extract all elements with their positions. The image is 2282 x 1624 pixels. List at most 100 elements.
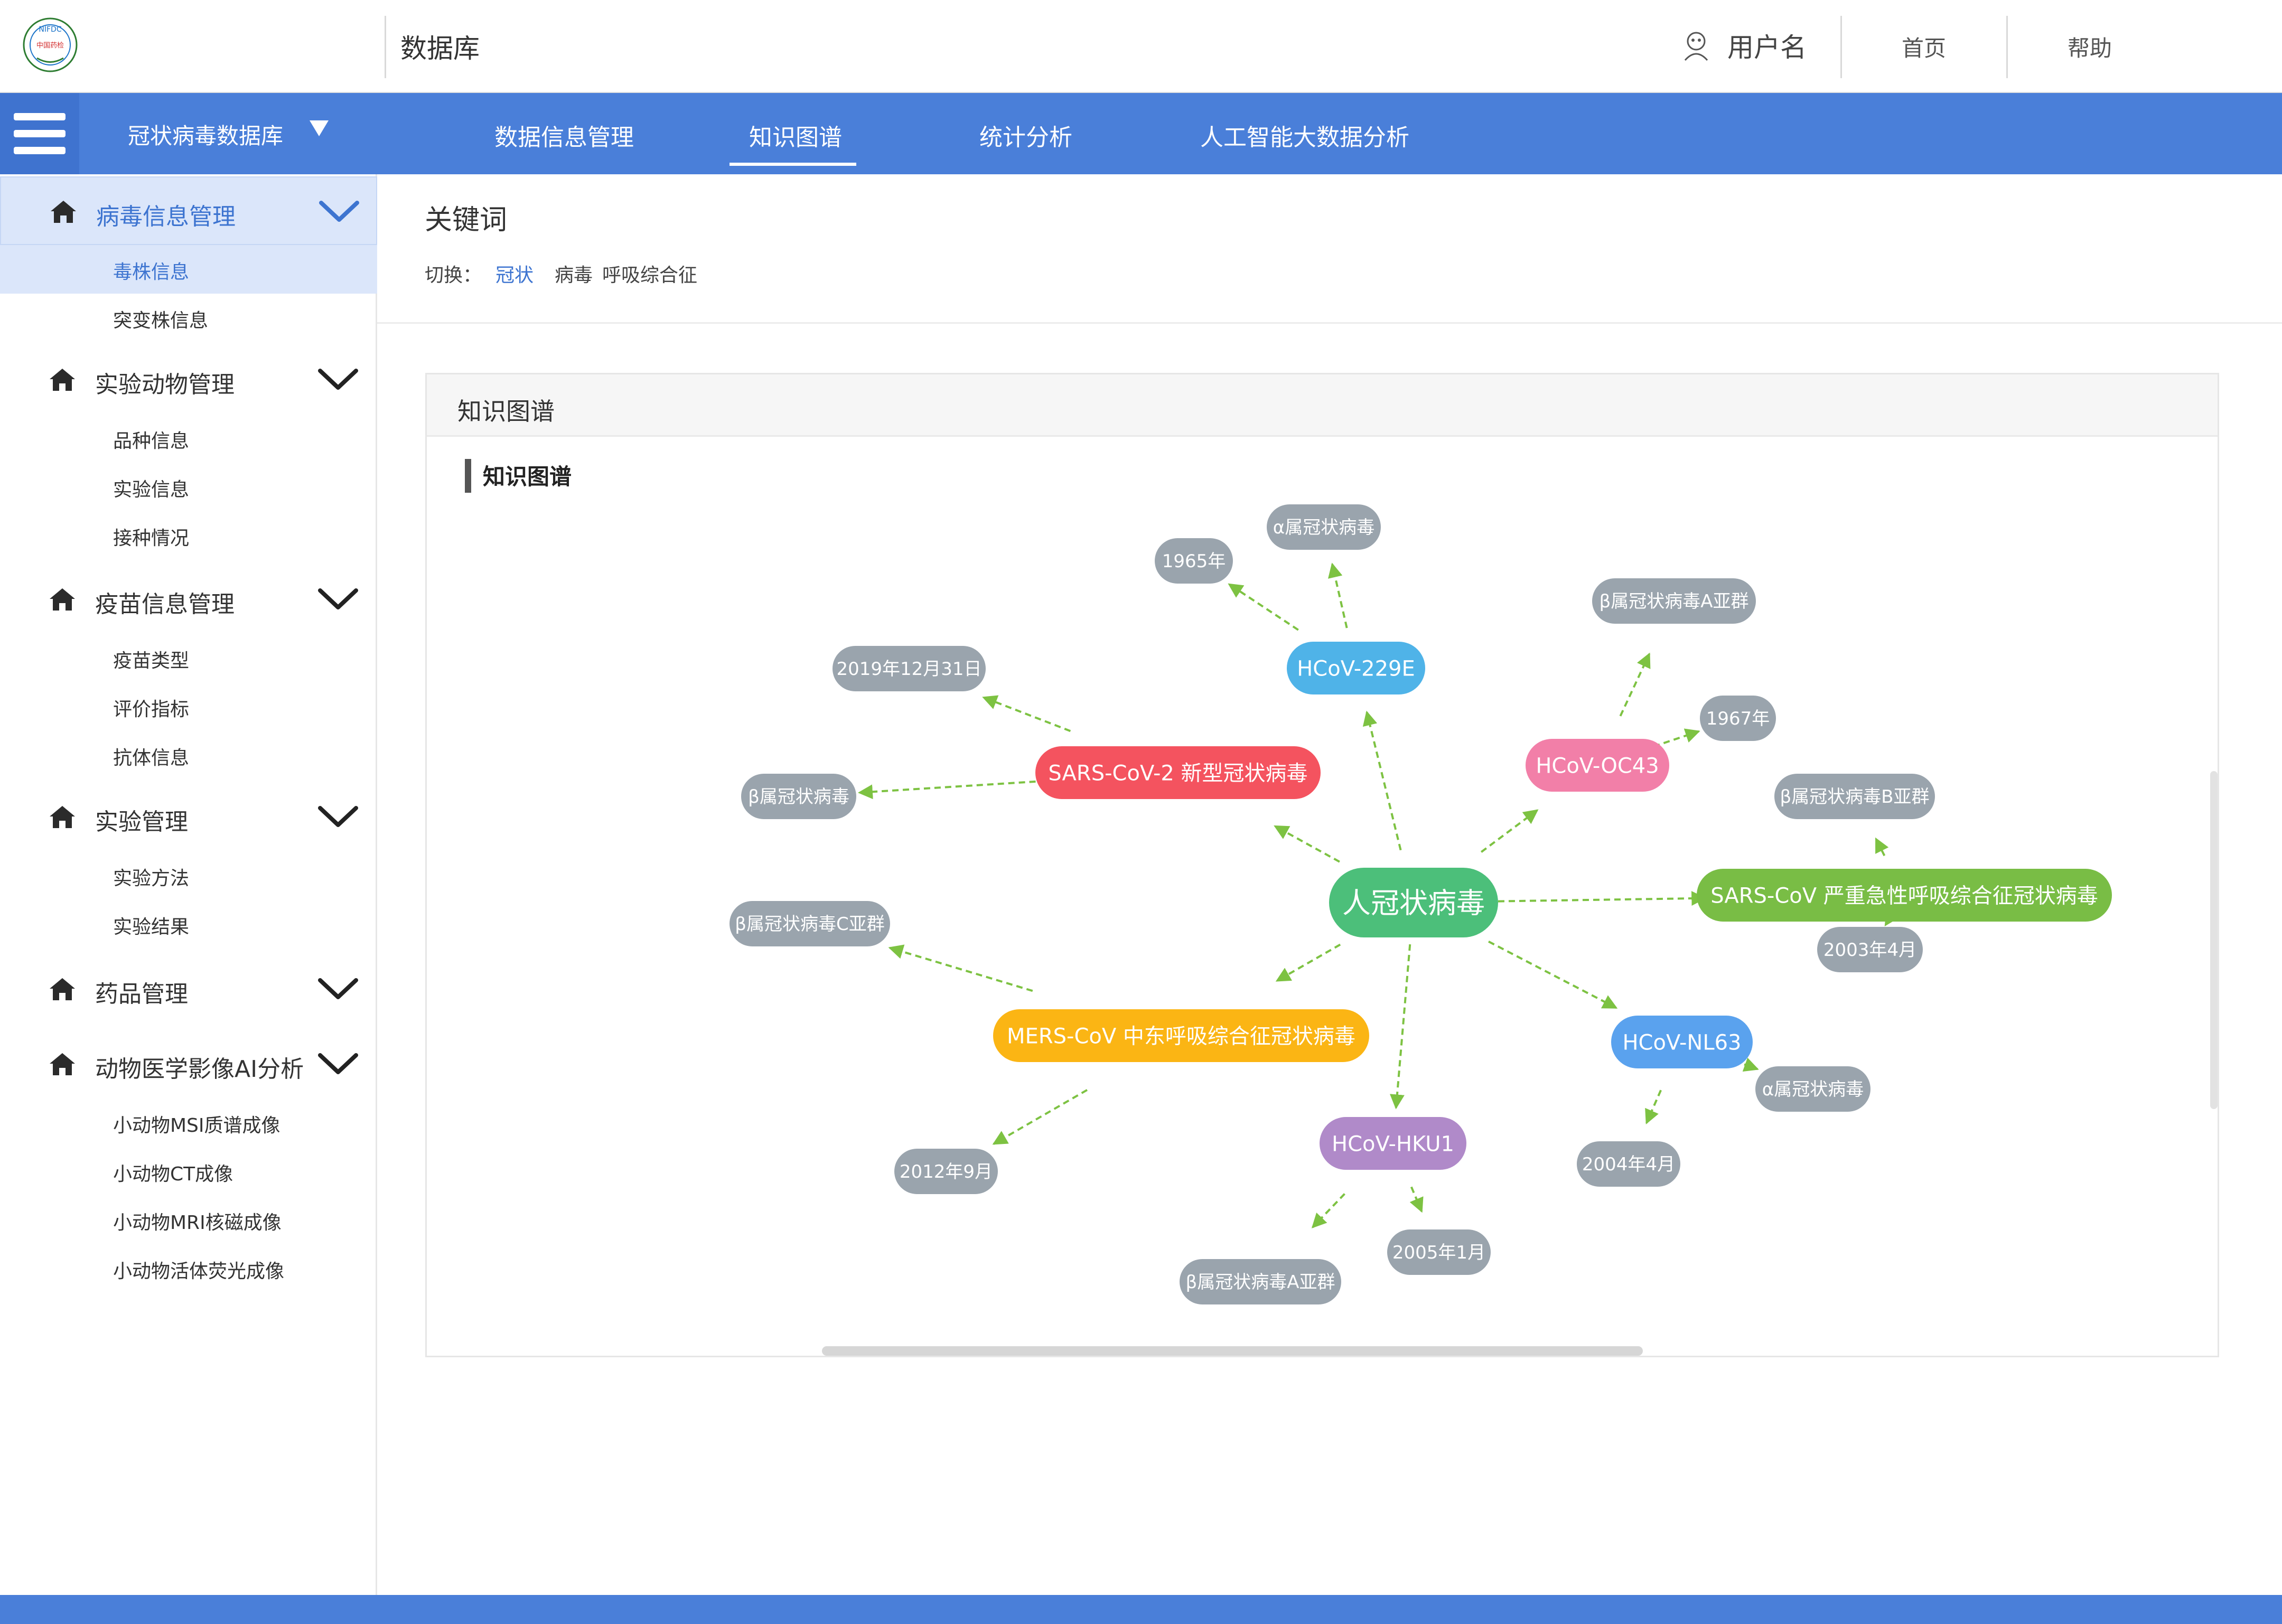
graph-node-attribute[interactable]: β属冠状病毒C亚群 xyxy=(730,901,890,946)
sidebar-group-label: 疫苗信息管理 xyxy=(95,591,235,618)
sidebar-item[interactable]: 抗体信息 xyxy=(0,731,377,780)
graph-edge xyxy=(1389,944,1411,1110)
keyword-respiratory-syndrome[interactable]: 呼吸综合征 xyxy=(602,265,698,286)
graph-edge xyxy=(1645,1090,1662,1124)
graph-node-attribute[interactable]: α属冠状病毒 xyxy=(1755,1066,1871,1112)
graph-node-attribute-label: α属冠状病毒 xyxy=(1273,517,1374,538)
graph-node-attribute[interactable]: β属冠状病毒B亚群 xyxy=(1774,774,1935,819)
graph-node-virus[interactable]: HCoV-229E xyxy=(1287,642,1425,694)
chevron-down-icon[interactable] xyxy=(318,196,360,226)
graph-node-virus[interactable]: HCoV-OC43 xyxy=(1526,739,1669,792)
graph-node-attribute[interactable]: β属冠状病毒 xyxy=(741,774,856,819)
home-icon xyxy=(50,1053,75,1075)
sidebar-group-header[interactable]: 动物医学影像AI分析 xyxy=(0,1030,377,1099)
sidebar-item[interactable]: 毒株信息 xyxy=(0,245,377,294)
tab-statistics[interactable]: 统计分析 xyxy=(979,124,1072,151)
tab-knowledge-graph[interactable]: 知识图谱 xyxy=(749,124,842,151)
sidebar-group-header[interactable]: 病毒信息管理 xyxy=(0,176,377,245)
graph-node-attribute-shape xyxy=(1267,504,1381,550)
caret-down-icon[interactable] xyxy=(310,120,329,136)
graph-node-virus-shape xyxy=(1611,1016,1753,1068)
graph-node-virus[interactable]: SARS-CoV-2 新型冠状病毒 xyxy=(1035,746,1321,799)
graph-label: 知识图谱 xyxy=(483,464,572,490)
graph-node-attribute[interactable]: 1965年 xyxy=(1155,538,1233,584)
sidebar-item[interactable]: 实验结果 xyxy=(0,900,377,949)
graph-node-attribute-label: β属冠状病毒 xyxy=(748,786,849,808)
sidebar-group-virus-info: 病毒信息管理毒株信息突变株信息 xyxy=(0,176,377,342)
graph-edge xyxy=(1488,941,1618,1009)
chevron-down-icon[interactable] xyxy=(317,1049,359,1078)
graph-node-attribute[interactable]: 2019年12月31日 xyxy=(833,646,986,691)
graph-node-virus[interactable]: HCoV-HKU1 xyxy=(1320,1117,1466,1170)
graph-node-attribute[interactable]: β属冠状病毒A亚群 xyxy=(1592,578,1756,624)
chevron-down-icon[interactable] xyxy=(317,974,359,1003)
graph-node-virus-shape xyxy=(1035,746,1321,799)
sidebar-group-label: 动物医学影像AI分析 xyxy=(95,1056,304,1083)
sidebar-group-header[interactable]: 疫苗信息管理 xyxy=(0,565,377,634)
help-link[interactable]: 帮助 xyxy=(2068,35,2112,61)
sidebar-item[interactable]: 小动物活体荧光成像 xyxy=(0,1244,377,1293)
graph-node-virus-label: HCoV-229E xyxy=(1297,656,1415,681)
keyword-coronary[interactable]: 冠状 xyxy=(495,265,534,286)
tab-data-management[interactable]: 数据信息管理 xyxy=(494,124,634,151)
home-link[interactable]: 首页 xyxy=(1902,35,1947,61)
keyword-virus[interactable]: 病毒 xyxy=(555,265,593,286)
svg-text:NIFDC: NIFDC xyxy=(39,25,61,34)
graph-node-attribute[interactable]: β属冠状病毒A亚群 xyxy=(1180,1259,1341,1304)
home-icon xyxy=(50,806,75,828)
graph-node-virus[interactable]: SARS-CoV 严重急性呼吸综合征冠状病毒 xyxy=(1697,869,2112,922)
horizontal-scrollbar[interactable] xyxy=(822,1346,1643,1356)
tab-ai-big-data[interactable]: 人工智能大数据分析 xyxy=(1200,124,1409,151)
graph-node-attribute-label: α属冠状病毒 xyxy=(1762,1079,1864,1100)
chevron-down-icon[interactable] xyxy=(317,364,359,394)
graph-node-attribute[interactable]: α属冠状病毒 xyxy=(1267,504,1381,550)
sidebar-item[interactable]: 实验信息 xyxy=(0,463,377,511)
database-selector[interactable]: 冠状病毒数据库 xyxy=(128,123,284,149)
graph-node-attribute-shape xyxy=(1155,538,1233,584)
sidebar-item[interactable]: 实验方法 xyxy=(0,851,377,900)
graph-node-attribute[interactable]: 2003年4月 xyxy=(1817,927,1923,972)
graph-node-attribute-shape xyxy=(833,646,986,691)
graph-edge xyxy=(888,944,1033,992)
sidebar-item[interactable]: 接种情况 xyxy=(0,511,377,560)
svg-text:中国药检: 中国药检 xyxy=(36,42,64,50)
graph-node-attribute-shape xyxy=(894,1149,998,1194)
sidebar-item[interactable]: 小动物MSI质谱成像 xyxy=(0,1099,377,1147)
chevron-down-icon[interactable] xyxy=(317,584,359,614)
graph-edge xyxy=(1274,825,1340,863)
sidebar-item[interactable]: 品种信息 xyxy=(0,414,377,463)
sidebar-item-label: 毒株信息 xyxy=(113,261,190,283)
sidebar-item[interactable]: 小动物CT成像 xyxy=(0,1147,377,1196)
sidebar-item[interactable]: 小动物MRI核磁成像 xyxy=(0,1196,377,1244)
graph-node-attribute-label: β属冠状病毒A亚群 xyxy=(1600,591,1749,612)
graph-node-virus[interactable]: MERS-CoV 中东呼吸综合征冠状病毒 xyxy=(993,1009,1369,1062)
graph-edge xyxy=(1311,1193,1345,1228)
graph-node-center-shape xyxy=(1329,868,1498,937)
graph-node-virus[interactable]: HCoV-NL63 xyxy=(1611,1016,1753,1068)
sidebar-group-header[interactable]: 实验管理 xyxy=(0,783,377,851)
sidebar-group-lab-animal: 实验动物管理品种信息实验信息接种情况 xyxy=(0,345,377,560)
user-avatar-icon[interactable] xyxy=(1679,27,1714,62)
graph-node-attribute[interactable]: 2004年4月 xyxy=(1577,1141,1680,1187)
user-name[interactable]: 用户名 xyxy=(1727,32,1807,63)
graph-edge xyxy=(1498,891,1707,906)
graph-node-attribute-shape xyxy=(1700,696,1776,741)
graph-node-attribute-label: 2005年1月 xyxy=(1392,1242,1485,1263)
sidebar-group-header[interactable]: 实验动物管理 xyxy=(0,345,377,414)
graph-node-attribute[interactable]: 2005年1月 xyxy=(1387,1229,1491,1275)
menu-toggle-button[interactable] xyxy=(0,93,79,174)
graph-node-center[interactable]: 人冠状病毒 xyxy=(1329,868,1498,937)
sidebar-item[interactable]: 疫苗类型 xyxy=(0,634,377,682)
graph-node-attribute[interactable]: 1967年 xyxy=(1700,696,1776,741)
graph-node-attribute-label: 2019年12月31日 xyxy=(836,659,981,680)
graph-edge xyxy=(1228,583,1299,631)
chevron-down-icon[interactable] xyxy=(317,802,359,831)
graph-node-attribute[interactable]: 2012年9月 xyxy=(894,1149,998,1194)
sidebar-group-header[interactable]: 药品管理 xyxy=(0,955,377,1024)
sidebar-group-label: 实验管理 xyxy=(95,809,188,836)
sidebar-item[interactable]: 评价指标 xyxy=(0,682,377,731)
sidebar-item[interactable]: 突变株信息 xyxy=(0,294,377,342)
vertical-scrollbar[interactable] xyxy=(2210,771,2218,1109)
graph-node-attribute-label: β属冠状病毒A亚群 xyxy=(1186,1272,1335,1293)
